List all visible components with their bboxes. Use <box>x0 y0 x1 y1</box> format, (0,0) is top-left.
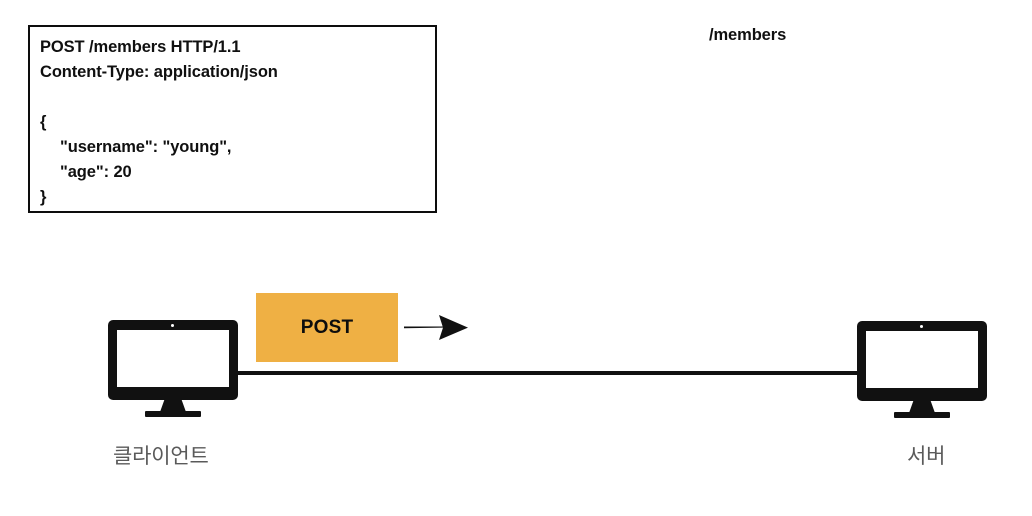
arrow-right-icon <box>404 315 468 340</box>
server-monitor-stand-base <box>894 412 950 418</box>
server-monitor-body <box>857 321 987 401</box>
client-monitor-camera-icon <box>171 324 174 327</box>
request-line: POST /members HTTP/1.1 <box>40 38 241 56</box>
request-direction-arrow-icon <box>403 312 471 344</box>
server-caption: 서버 <box>907 445 946 468</box>
request-blank-line <box>40 85 429 110</box>
request-body-field-username: "username": "young", <box>60 138 232 156</box>
request-header-content-type: Content-Type: application/json <box>40 63 278 81</box>
client-monitor-stand-base <box>145 411 201 417</box>
request-body-close-brace: } <box>40 188 47 206</box>
endpoint-path-label: /members <box>709 26 787 44</box>
client-monitor-stand-neck <box>160 399 186 412</box>
client-monitor-icon <box>108 320 238 417</box>
client-server-connection-line <box>231 371 861 375</box>
http-request-box: POST /members HTTP/1.1 Content-Type: app… <box>28 25 437 213</box>
server-monitor-camera-icon <box>920 325 923 328</box>
server-monitor-icon <box>857 321 987 418</box>
server-monitor-screen <box>866 331 978 388</box>
client-monitor-body <box>108 320 238 400</box>
request-body-open-brace: { <box>40 113 47 131</box>
post-method-badge: POST <box>256 293 398 362</box>
post-method-badge-label: POST <box>300 316 354 338</box>
server-monitor-stand-neck <box>909 400 935 413</box>
http-request-box-content: POST /members HTTP/1.1 Content-Type: app… <box>40 35 429 209</box>
request-body-field-age: "age": 20 <box>60 163 132 181</box>
client-caption: 클라이언트 <box>113 445 209 468</box>
client-monitor-screen <box>117 330 229 387</box>
